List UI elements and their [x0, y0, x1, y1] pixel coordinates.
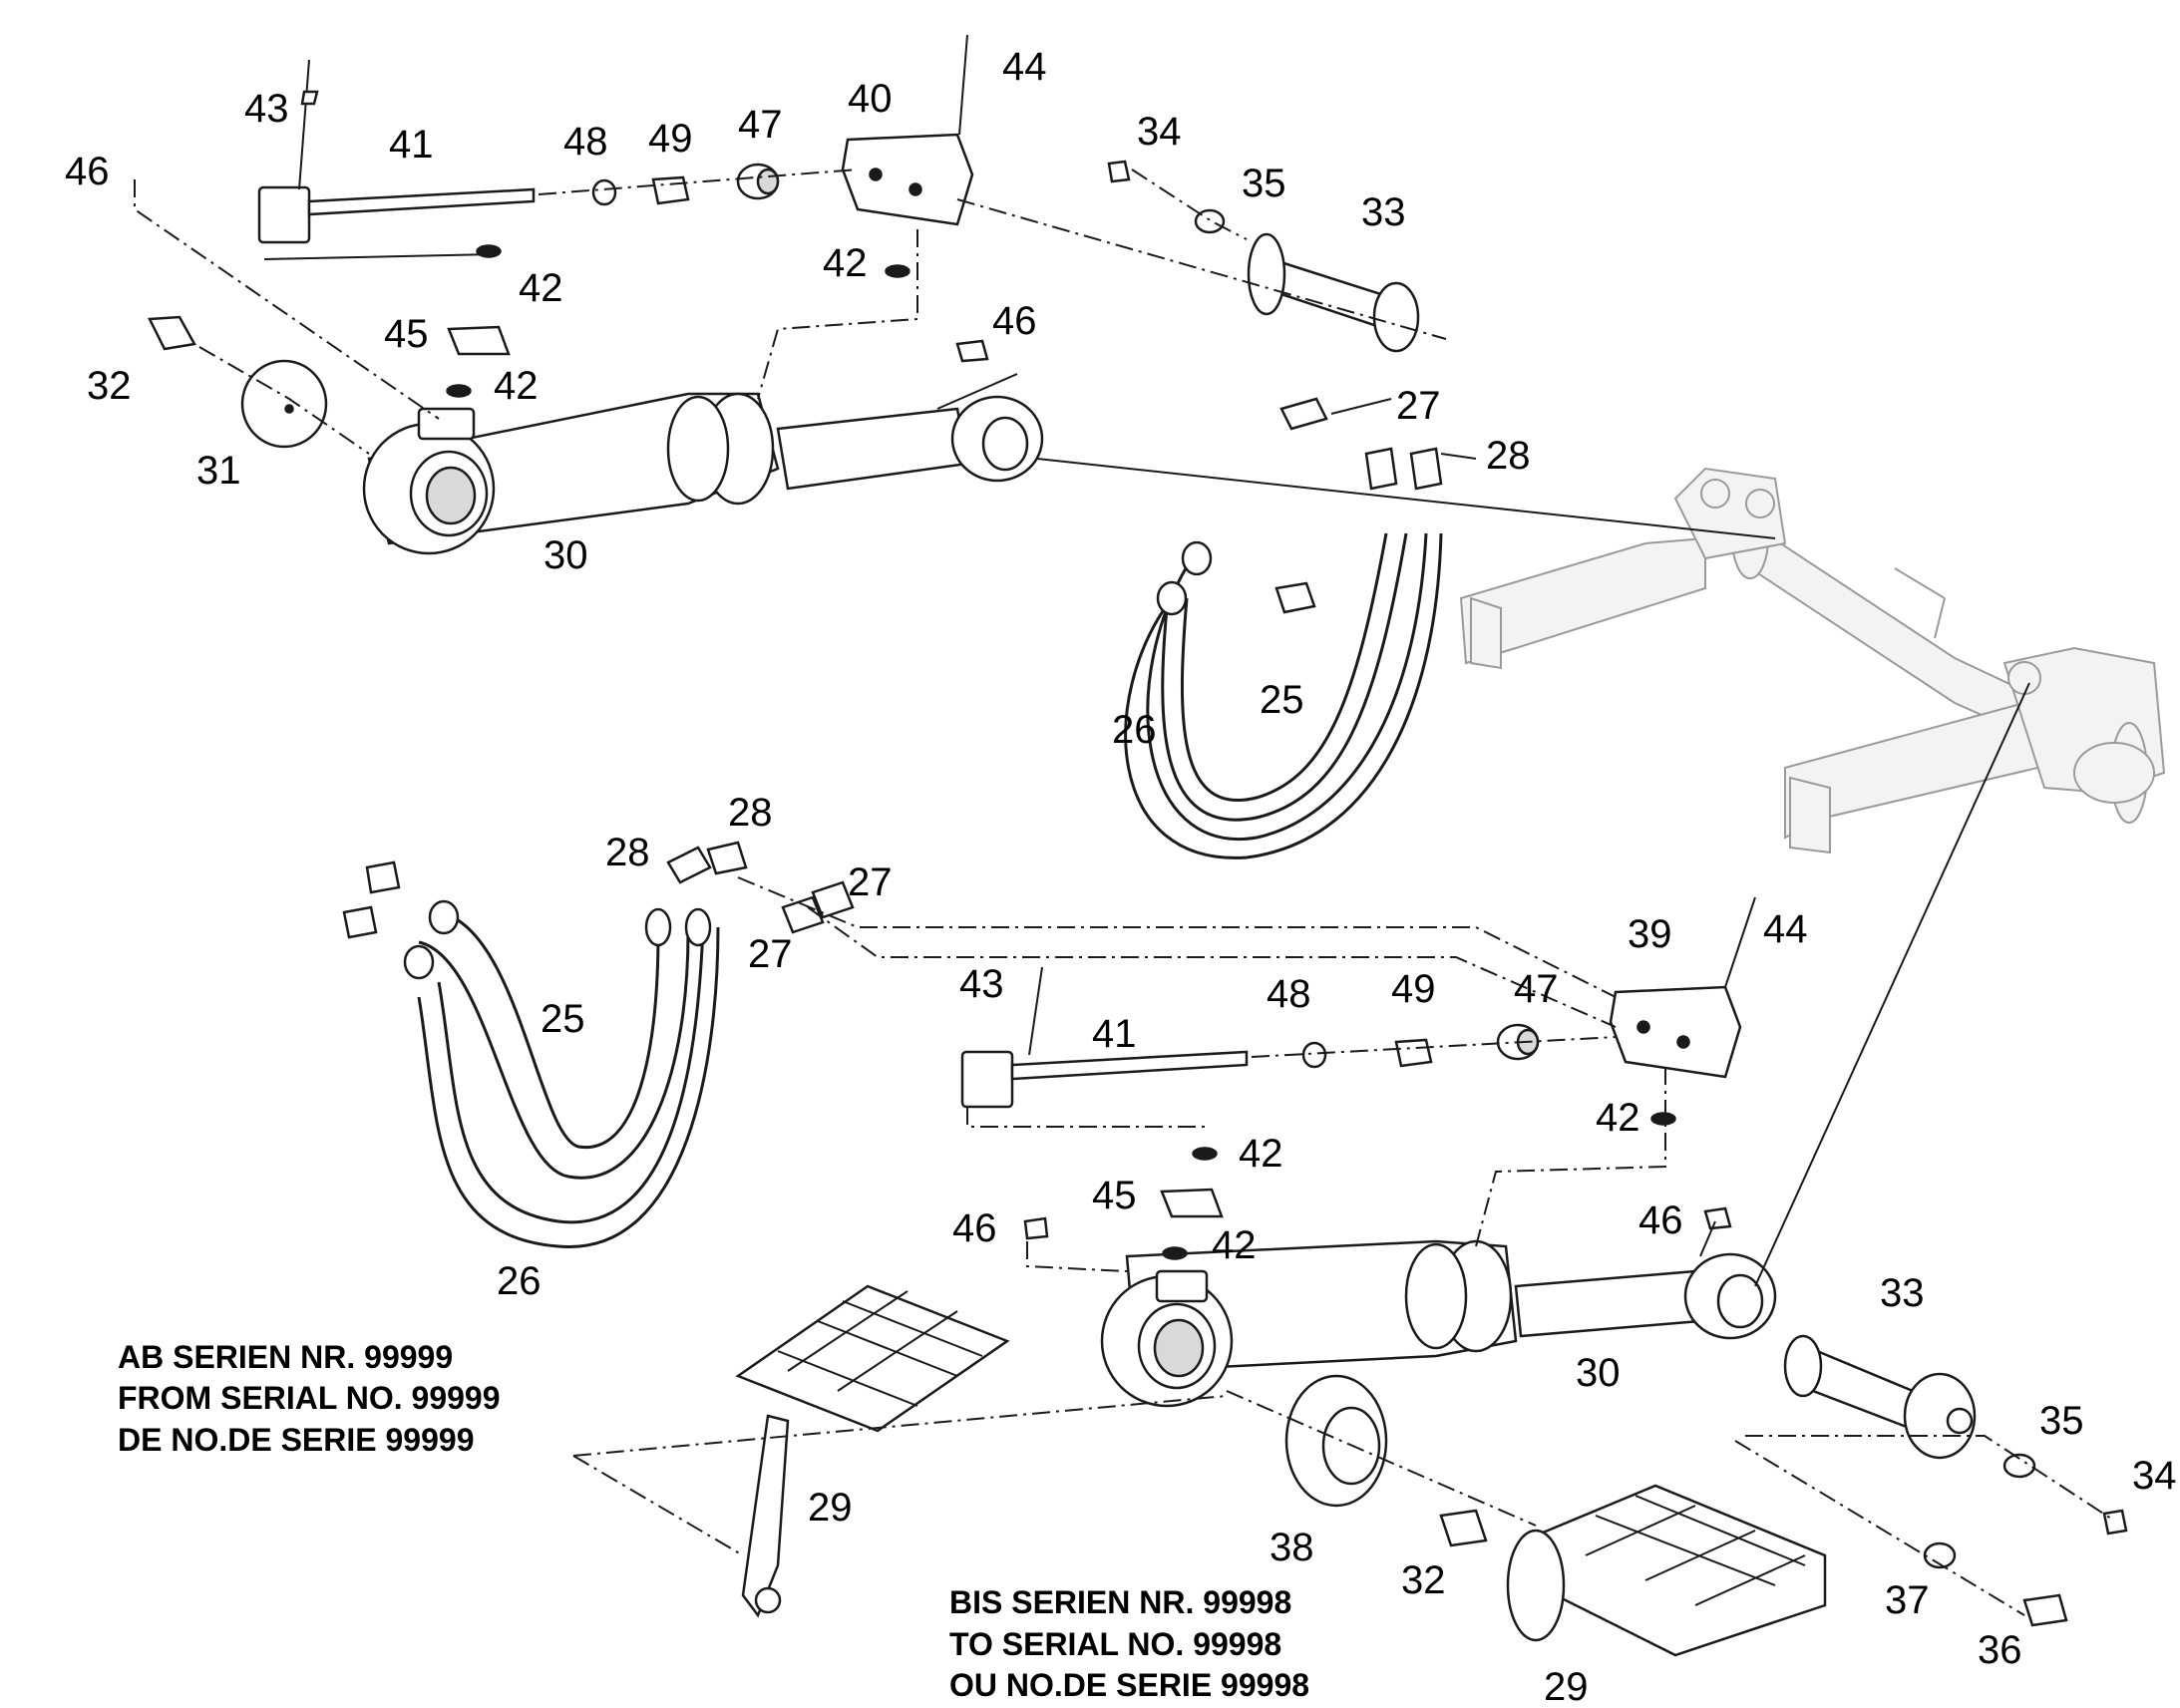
- label-46-right: 46: [1638, 1198, 1683, 1242]
- label-32: 32: [1401, 1558, 1446, 1602]
- label-49: 49: [1391, 967, 1436, 1011]
- label-41: 41: [1092, 1012, 1137, 1056]
- label-42-a: 42: [1239, 1132, 1283, 1176]
- serial-note-from: AB SERIEN NR. 99999 FROM SERIAL NO. 9999…: [118, 1339, 501, 1458]
- label-44: 44: [1002, 45, 1047, 89]
- label-28-b: 28: [605, 831, 650, 874]
- label-37: 37: [1885, 1578, 1930, 1622]
- label-25: 25: [541, 997, 585, 1041]
- note-from-line-3: DE NO.DE SERIE 99999: [118, 1422, 474, 1458]
- label-27-a: 27: [848, 860, 893, 904]
- label-34: 34: [2132, 1454, 2177, 1498]
- label-43: 43: [244, 87, 289, 131]
- note-to-line-1: BIS SERIEN NR. 99998: [949, 1584, 1291, 1620]
- label-31: 31: [196, 449, 241, 493]
- serial-note-to: BIS SERIEN NR. 99998 TO SERIAL NO. 99998…: [949, 1584, 1309, 1703]
- label-42-a: 42: [519, 266, 563, 310]
- label-48: 48: [1267, 972, 1311, 1016]
- label-30: 30: [544, 533, 588, 577]
- label-33: 33: [1361, 190, 1406, 234]
- label-32: 32: [87, 364, 132, 408]
- label-27: 27: [1396, 384, 1441, 428]
- label-45: 45: [1092, 1174, 1137, 1217]
- label-43: 43: [959, 962, 1004, 1006]
- label-41: 41: [389, 123, 434, 167]
- part-labels-bottom: 28 28 27 27 25 26 39 44 43 41 48 49 47 4…: [497, 791, 2177, 1708]
- label-42-c: 42: [1212, 1223, 1257, 1267]
- bottom-cylinder-assembly: [342, 682, 2128, 1657]
- note-from-line-1: AB SERIEN NR. 99999: [118, 1339, 453, 1375]
- label-33: 33: [1880, 1271, 1925, 1315]
- label-46-left: 46: [952, 1206, 997, 1250]
- label-28: 28: [1486, 434, 1531, 478]
- top-cylinder-assembly: [134, 34, 1776, 859]
- machine-frame-drawing: [1459, 467, 2166, 854]
- label-46-left: 46: [65, 150, 110, 193]
- label-45: 45: [384, 312, 429, 356]
- label-47: 47: [1514, 967, 1559, 1011]
- note-to-line-3: OU NO.DE SERIE 99998: [949, 1667, 1309, 1703]
- label-46-right: 46: [992, 299, 1037, 343]
- label-42-b: 42: [823, 241, 868, 285]
- label-35: 35: [1242, 162, 1286, 205]
- label-26: 26: [497, 1259, 542, 1303]
- label-35: 35: [2039, 1399, 2084, 1443]
- note-from-line-2: FROM SERIAL NO. 99999: [118, 1380, 501, 1416]
- label-28-a: 28: [728, 791, 773, 835]
- label-26: 26: [1112, 708, 1157, 752]
- label-36: 36: [1978, 1628, 2022, 1672]
- label-42-c: 42: [494, 364, 539, 408]
- label-29-right: 29: [1544, 1665, 1589, 1708]
- label-38: 38: [1270, 1526, 1314, 1569]
- part-labels-top: 43 41 48 49 47 40 44 34 35 33 46 42 42 4…: [65, 45, 1531, 752]
- label-39: 39: [1628, 912, 1672, 956]
- note-to-line-2: TO SERIAL NO. 99998: [949, 1626, 1281, 1662]
- label-29-left: 29: [808, 1486, 853, 1530]
- label-42-b: 42: [1596, 1096, 1640, 1140]
- label-48: 48: [563, 120, 608, 164]
- label-25: 25: [1260, 678, 1304, 722]
- label-30: 30: [1576, 1351, 1621, 1395]
- label-27-b: 27: [748, 932, 793, 976]
- label-49: 49: [648, 117, 693, 161]
- label-40: 40: [848, 77, 893, 121]
- label-44: 44: [1763, 907, 1808, 951]
- label-47: 47: [738, 103, 783, 147]
- label-34: 34: [1137, 110, 1182, 154]
